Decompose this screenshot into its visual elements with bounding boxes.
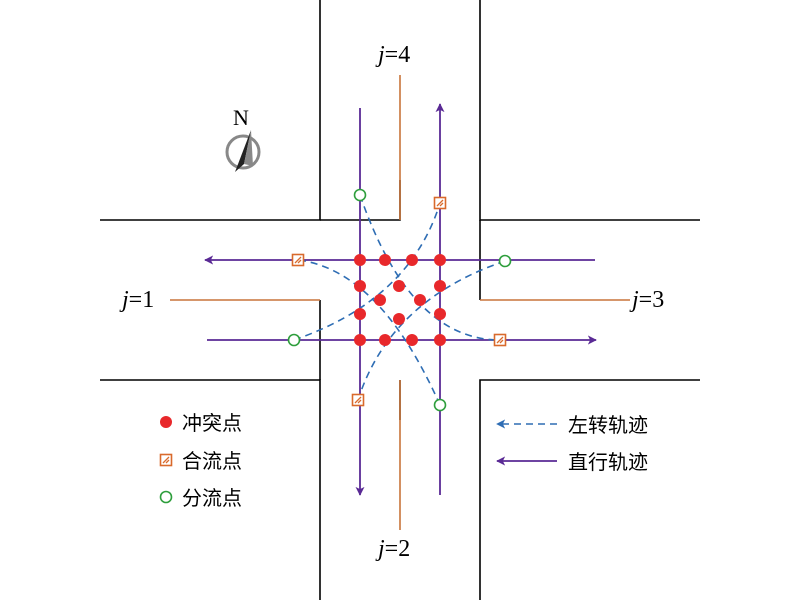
conflict-point bbox=[434, 308, 446, 320]
conflict-point bbox=[434, 334, 446, 346]
legend-item-merge bbox=[159, 453, 173, 467]
conflict-point bbox=[374, 294, 386, 306]
legend-merge-label: 合流点 bbox=[182, 449, 242, 473]
approach-label-j1: j=1 bbox=[119, 287, 154, 313]
conflict-points bbox=[354, 254, 446, 346]
approach-label-j4: j=4 bbox=[375, 42, 410, 68]
conflict-point bbox=[354, 254, 366, 266]
left-turn-trajectories bbox=[293, 194, 506, 406]
through-trajectories bbox=[204, 103, 597, 496]
merge-point bbox=[291, 253, 305, 267]
north-label: N bbox=[233, 105, 249, 130]
conflict-point bbox=[393, 280, 405, 292]
legend-through-label: 直行轨迹 bbox=[568, 450, 648, 474]
conflict-point bbox=[354, 280, 366, 292]
approach-label-j2: j=2 bbox=[375, 536, 410, 562]
legend-trajectories: 左转轨迹 直行轨迹 bbox=[496, 413, 648, 474]
road-corner-ne bbox=[479, 0, 700, 221]
conflict-point bbox=[354, 334, 366, 346]
legend-conflict-label: 冲突点 bbox=[182, 411, 242, 435]
north-arrow-icon bbox=[225, 130, 261, 172]
merge-point bbox=[351, 393, 365, 407]
conflict-point bbox=[379, 254, 391, 266]
conflict-point bbox=[414, 294, 426, 306]
left-turn-from-north bbox=[359, 194, 501, 341]
diverge-point bbox=[353, 188, 367, 202]
lane-dividers bbox=[170, 75, 630, 530]
conflict-point bbox=[434, 280, 446, 292]
conflict-point bbox=[406, 334, 418, 346]
left-turn-from-east bbox=[357, 260, 506, 401]
diverge-points bbox=[287, 188, 512, 412]
merge-point bbox=[493, 333, 507, 347]
approach-label-j3: j=3 bbox=[629, 287, 664, 313]
left-turn-from-west bbox=[293, 202, 441, 341]
legend-item-diverge: 分流点 bbox=[159, 486, 242, 510]
legend-diverge-label: 分流点 bbox=[182, 486, 242, 510]
diverge-point bbox=[433, 398, 447, 412]
legend-conflict-marker bbox=[160, 416, 172, 428]
conflict-point bbox=[434, 254, 446, 266]
conflict-point bbox=[354, 308, 366, 320]
diverge-point bbox=[287, 333, 301, 347]
legend-item-conflict: 冲突点 bbox=[160, 411, 242, 435]
legend-markers: 冲突点 合流点 分流点 bbox=[159, 411, 242, 510]
merge-points bbox=[291, 196, 507, 407]
conflict-point bbox=[406, 254, 418, 266]
conflict-point bbox=[393, 313, 405, 325]
legend-diverge-marker bbox=[159, 490, 173, 504]
diverge-point bbox=[498, 254, 512, 268]
road-corner-nw bbox=[100, 0, 321, 221]
conflict-point bbox=[379, 334, 391, 346]
legend-left-turn-label: 左转轨迹 bbox=[568, 413, 648, 437]
merge-point bbox=[433, 196, 447, 210]
road-corner-se bbox=[479, 379, 700, 600]
north-compass: N bbox=[225, 105, 261, 172]
